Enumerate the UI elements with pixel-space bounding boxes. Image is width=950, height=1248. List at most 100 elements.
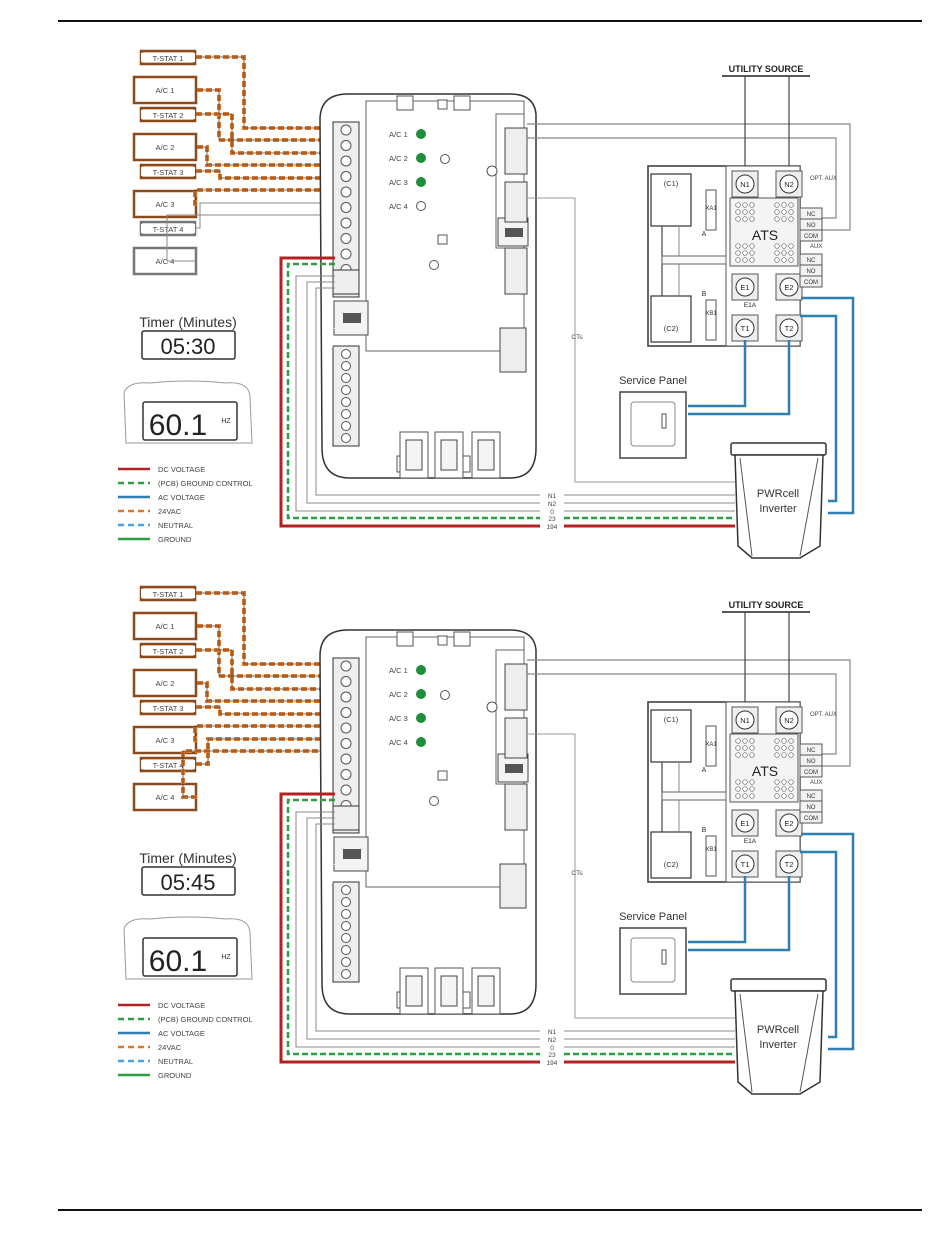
inverter-body [734,990,824,1095]
cts-wire [528,197,735,483]
led-on [416,713,426,723]
terminal-screw [341,361,351,371]
ats-dot [781,257,787,263]
opt-aux-label: OPT. AUX [810,712,837,718]
legend-label: GROUND [158,535,192,544]
legend-label: DC VOLTAGE [158,1001,205,1010]
legend-label: (PCB) GROUND CONTROL [158,1015,253,1024]
ats-terminal-label: E2 [784,283,793,292]
terminal-screw [341,385,351,395]
inverter-edge [739,457,753,557]
timer-display [141,866,236,896]
aux-no-wire [527,137,837,219]
rj45-port [343,313,361,323]
frequency-unit: HZ [221,418,231,425]
terminal-screw [340,186,352,198]
ats-label: ATS [752,763,778,779]
ac-unit-label: A/C 1 [156,622,175,631]
ats-terminal-label: T1 [741,324,750,333]
tstat-label: T-STAT 1 [153,590,184,599]
ac-unit-label: A/C 4 [156,793,175,802]
legend-label: AC VOLTAGE [158,493,205,502]
opt-aux-contact [799,765,823,778]
terminal-screw [340,248,352,260]
ac-unit-label: A/C 4 [156,257,175,266]
contact-label: NO [807,223,816,229]
ats-terminal [779,813,799,833]
legend-label: AC VOLTAGE [158,1029,205,1038]
terminal-screw [341,933,351,943]
contact-label: COM [804,770,818,776]
aux-com-wire [527,123,851,231]
frequency-value: 60.1 [149,945,207,978]
ats-e1a-label: E1A [744,302,757,309]
ac-wire-t2 [688,876,791,952]
terminal-screw [340,124,352,136]
tstat-box-inner [141,53,195,62]
contact-label: NO [807,759,816,765]
ac-wire-e1a [800,314,838,503]
legend-label: GROUND [158,1071,192,1080]
ats-dot [742,243,748,249]
bus-label: N1 [548,1029,557,1036]
ac-wire-e2 [801,832,855,1051]
ats-dot [735,209,741,215]
board-clip [396,95,414,111]
ats-terminal [779,277,799,297]
bus-label: 0 [550,509,554,516]
terminal-screw [340,155,352,167]
ats-dot [774,250,780,256]
led-label: A/C 3 [389,714,408,723]
bus-label: 23 [548,516,556,523]
ats-dot [781,752,787,758]
ats-dot [735,202,741,208]
terminal-screw [340,202,352,213]
opt-aux-label: OPT. AUX [810,176,837,182]
spacer [329,854,330,855]
contact-label: NC [807,212,816,218]
ats-dot [781,250,787,256]
coil-label: (C1) [664,179,679,188]
tstat-label: T-STAT 3 [153,704,184,713]
status-circle [440,690,450,700]
ac-unit-box [132,725,198,755]
ats-dot [774,216,780,222]
ats-dot [774,257,780,263]
service-panel-label: Service Panel [619,375,687,387]
ac-wire-t1 [688,340,747,408]
terminal-screw [340,722,352,734]
contact-label: NO [807,269,816,275]
connector-lower [504,247,528,295]
ats-dot [742,250,748,256]
timer-value: 05:45 [160,870,215,895]
inverter-edge [799,457,819,557]
bus-label: N2 [548,501,557,508]
contact-label: NC [807,258,816,264]
terminal-screw [340,707,352,718]
led-on [416,665,426,675]
ats-dot [788,202,794,208]
ats-terminal [735,318,755,338]
ats-dot [735,216,741,222]
ats-dot [781,786,787,792]
ats-terminal [735,813,755,833]
ats-dot [774,779,780,785]
coil-c2 [650,295,692,343]
led-label: A/C 2 [389,154,408,163]
power-connector [499,327,527,373]
ats-terminal-label: N2 [784,180,794,189]
terminal-screw [340,676,352,687]
terminal-screw [341,433,351,443]
ats-dot [742,738,748,744]
legend-label: (PCB) GROUND CONTROL [158,479,253,488]
power-connector [499,863,527,909]
ats-dot [742,216,748,222]
aux-no-wire [527,673,837,755]
ats-dot [788,216,794,222]
ats-dot [742,779,748,785]
ats-dot [788,209,794,215]
terminal-screw [340,140,352,151]
ats-dot [735,250,741,256]
